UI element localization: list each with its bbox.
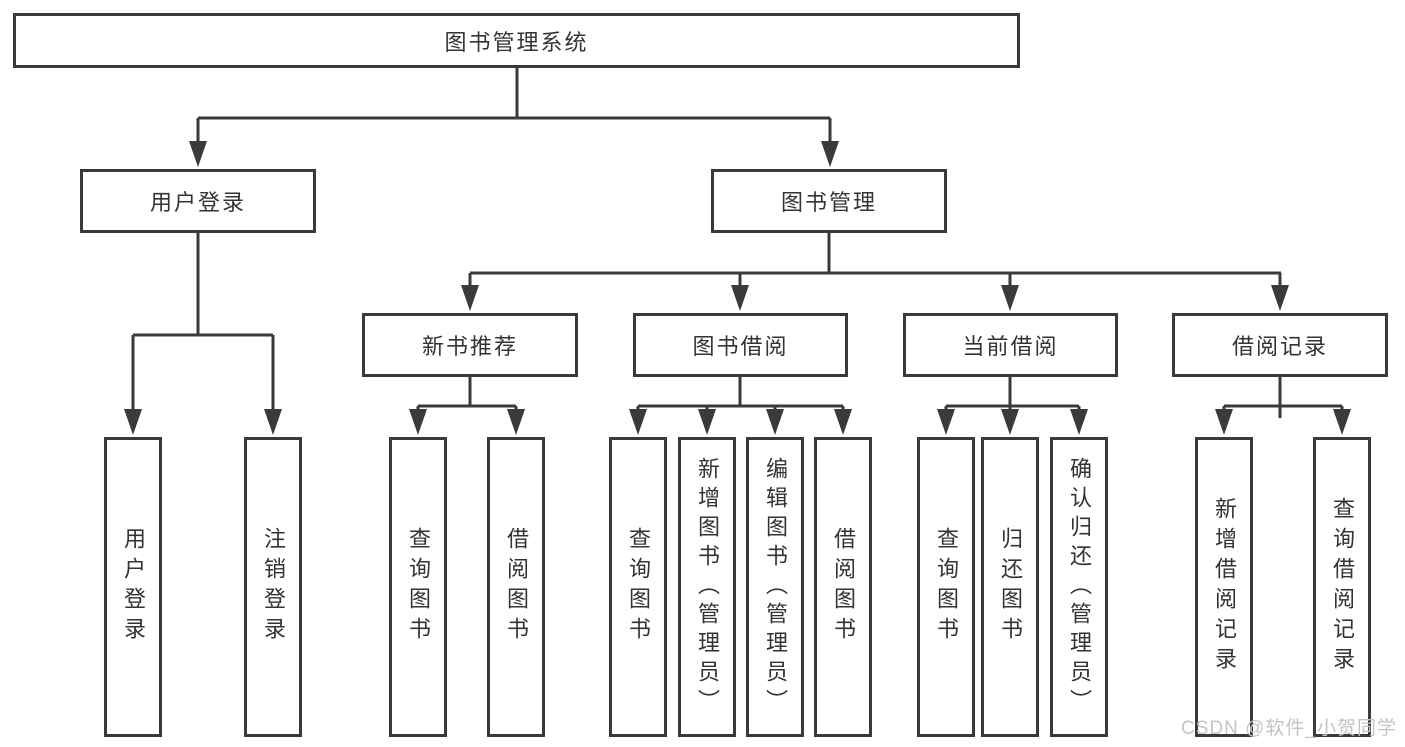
node-new-book-recommendation: 新书推荐: [362, 313, 578, 377]
node-root-library-management-system: 图书管理系统: [13, 13, 1020, 68]
leaf-user-login: 用户登录: [104, 437, 162, 737]
leaf-logout: 注销登录: [244, 437, 302, 737]
leaf-borrow-books-borrowing: 借阅图书: [814, 437, 872, 737]
leaf-query-books-recommend: 查询图书: [389, 437, 447, 737]
leaf-edit-book-admin: 编辑图书（管理员）: [746, 437, 804, 737]
node-book-management: 图书管理: [711, 169, 947, 233]
leaf-query-books-current: 查询图书: [917, 437, 975, 737]
leaf-add-borrowing-record: 新增借阅记录: [1195, 437, 1253, 737]
node-current-borrowing: 当前借阅: [903, 313, 1118, 377]
csdn-watermark: CSDN @软件_小贺同学: [1181, 718, 1397, 739]
node-user-login: 用户登录: [80, 169, 316, 233]
leaf-query-borrowing-record: 查询借阅记录: [1313, 437, 1371, 737]
node-borrowing-records: 借阅记录: [1172, 313, 1388, 377]
leaf-borrow-books-recommend: 借阅图书: [487, 437, 545, 737]
leaf-confirm-return-admin: 确认归还（管理员）: [1050, 437, 1108, 737]
node-book-borrowing: 图书借阅: [633, 313, 848, 377]
leaf-return-book: 归还图书: [981, 437, 1039, 737]
leaf-add-book-admin: 新增图书（管理员）: [678, 437, 736, 737]
leaf-query-books-borrowing: 查询图书: [609, 437, 667, 737]
